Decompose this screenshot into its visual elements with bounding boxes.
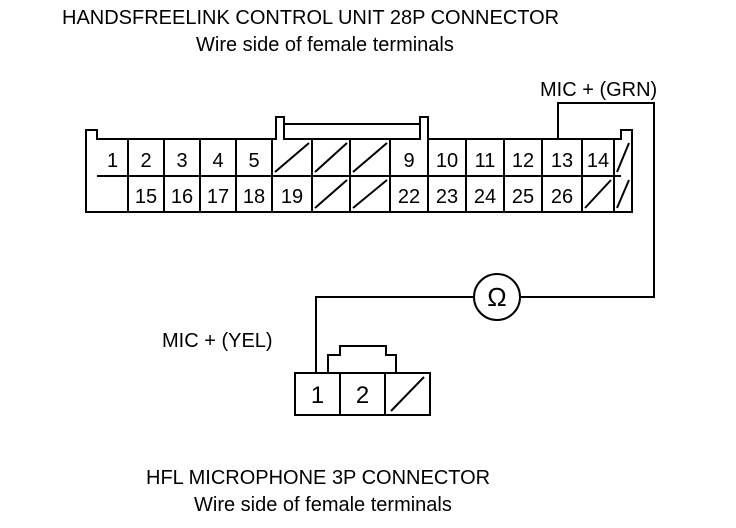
top-connector-subtitle: Wire side of female terminals bbox=[196, 34, 454, 56]
bottom-connector-subtitle: Wire side of female terminals bbox=[194, 494, 452, 516]
row1-blank-cavity bbox=[352, 142, 388, 173]
row1-terminal-12: 12 bbox=[512, 150, 534, 172]
row1-terminal-4: 4 bbox=[212, 150, 223, 172]
row1-terminal-10: 10 bbox=[436, 150, 458, 172]
row2-terminal-23: 23 bbox=[436, 186, 458, 208]
top-connector-title: HANDSFREELINK CONTROL UNIT 28P CONNECTOR bbox=[62, 7, 560, 29]
row1-terminal-1: 1 bbox=[107, 150, 118, 172]
row2-terminal-24: 24 bbox=[474, 186, 496, 208]
row1-terminal-5: 5 bbox=[248, 150, 259, 172]
row2-terminal-19: 19 bbox=[281, 186, 303, 208]
row1-blank-cavity bbox=[616, 142, 630, 173]
wire-yel bbox=[315, 296, 474, 373]
row2-blank-cavity bbox=[352, 179, 388, 209]
bottom-connector-blank-cavity bbox=[390, 376, 425, 412]
row2-terminal-16: 16 bbox=[171, 186, 193, 208]
top-connector-row2: 15 16 17 18 19 22 23 24 25 26 bbox=[127, 176, 630, 212]
row2-terminal-15: 15 bbox=[135, 186, 157, 208]
ohm-symbol: Ω bbox=[487, 282, 506, 312]
row1-terminal-14: 14 bbox=[587, 150, 609, 172]
row1-terminal-9: 9 bbox=[403, 150, 414, 172]
bottom-connector-title: HFL MICROPHONE 3P CONNECTOR bbox=[146, 467, 491, 489]
row1-terminal-2: 2 bbox=[140, 150, 151, 172]
wire-grn bbox=[520, 102, 655, 298]
row2-terminal-25: 25 bbox=[512, 186, 534, 208]
row2-blank-cavity bbox=[314, 179, 348, 209]
top-connector-housing bbox=[85, 116, 633, 213]
row1-terminal-11: 11 bbox=[475, 150, 496, 172]
bottom-wire-label: MIC + (YEL) bbox=[162, 330, 273, 352]
row1-blank-cavity bbox=[274, 142, 310, 173]
test-circuit-wires bbox=[315, 102, 655, 373]
row2-terminal-18: 18 bbox=[243, 186, 265, 208]
row1-blank-cavity bbox=[314, 142, 348, 173]
row2-terminal-17: 17 bbox=[207, 186, 229, 208]
row2-terminal-22: 22 bbox=[398, 186, 420, 208]
row1-terminal-3: 3 bbox=[176, 150, 187, 172]
row2-blank-cavity bbox=[584, 179, 612, 209]
bottom-connector-terminal-1: 1 bbox=[311, 382, 324, 409]
bottom-connector-housing bbox=[294, 345, 431, 416]
bottom-connector-terminal-2: 2 bbox=[356, 382, 369, 409]
row2-blank-cavity bbox=[616, 179, 630, 209]
ohmmeter: Ω bbox=[473, 273, 521, 321]
top-wire-label: MIC + (GRN) bbox=[540, 79, 658, 101]
row1-terminal-13: 13 bbox=[551, 150, 573, 172]
row2-terminal-26: 26 bbox=[551, 186, 573, 208]
